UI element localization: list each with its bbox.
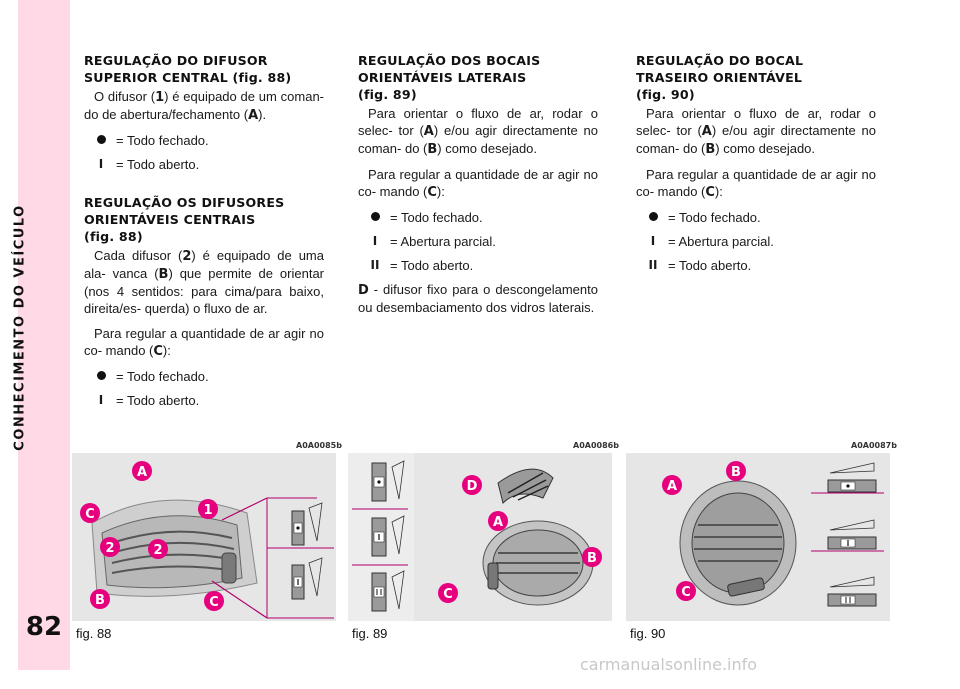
heading-bocais-laterais: REGULAÇÃO DOS BOCAIS ORIENTÁVEIS LATERAI… bbox=[358, 53, 541, 102]
sidebar-strip bbox=[18, 0, 70, 670]
side-vent-illustration: D A B C bbox=[348, 453, 612, 621]
closed-dot-icon bbox=[96, 135, 106, 144]
heading-bocal-traseiro: REGULAÇÃO DO BOCAL TRASEIRO ORIENTÁVEL(f… bbox=[636, 53, 804, 102]
figure-code: A0A0085b bbox=[296, 441, 342, 450]
legend-partial: I= Abertura parcial. bbox=[650, 234, 774, 249]
legend-closed: = Todo fechado. bbox=[92, 368, 324, 385]
legend-closed: = Todo fechado. bbox=[92, 132, 324, 149]
svg-text:C: C bbox=[85, 507, 95, 522]
svg-text:2: 2 bbox=[153, 543, 162, 558]
svg-text:A: A bbox=[493, 515, 503, 530]
svg-text:2: 2 bbox=[105, 541, 114, 556]
figure-88-center-vents: A 1 C 2 2 B C bbox=[72, 453, 336, 621]
figure-code: A0A0086b bbox=[573, 441, 619, 450]
legend-open: II= Todo aberto. bbox=[648, 258, 752, 273]
column-1: REGULAÇÃO DO DIFUSOR SUPERIOR CENTRAL (f… bbox=[84, 52, 324, 416]
svg-text:D: D bbox=[467, 479, 478, 494]
svg-text:1: 1 bbox=[203, 503, 212, 518]
closed-dot-icon bbox=[370, 212, 380, 221]
paragraph: Para regular a quantidade de ar agir no … bbox=[636, 167, 876, 200]
legend-closed: = Todo fechado. bbox=[644, 209, 876, 226]
paragraph: Cada difusor (2) é equipado de uma ala- … bbox=[84, 248, 325, 316]
sidebar: CONHECIMENTO DO VEÍCULO 82 bbox=[0, 0, 72, 689]
closed-dot-icon bbox=[96, 371, 106, 380]
page-number: 82 bbox=[25, 612, 63, 642]
legend-closed: = Todo fechado. bbox=[366, 209, 598, 226]
center-vent-illustration: A 1 C 2 2 B C bbox=[72, 453, 336, 621]
heading-difusor-superior: REGULAÇÃO DO DIFUSOR SUPERIOR CENTRAL (f… bbox=[84, 53, 292, 85]
figure-code: A0A0087b bbox=[851, 441, 897, 450]
svg-text:A: A bbox=[667, 479, 677, 494]
figure-caption: fig. 90 bbox=[630, 626, 666, 641]
rear-vent-illustration: A B C bbox=[626, 453, 890, 621]
watermark: carmanualsonline.info bbox=[580, 655, 758, 674]
closed-dot-icon bbox=[648, 212, 658, 221]
figure-caption: fig. 89 bbox=[352, 626, 388, 641]
legend-open: II= Todo aberto. bbox=[370, 258, 474, 273]
heading-difusores-centrais: REGULAÇÃO OS DIFUSORES ORIENTÁVEIS CENTR… bbox=[84, 195, 285, 244]
svg-text:C: C bbox=[681, 585, 691, 600]
paragraph: Para orientar o fluxo de ar, rodar o sel… bbox=[358, 106, 598, 157]
callout-labels: A 1 C 2 2 B C bbox=[80, 461, 224, 611]
svg-text:B: B bbox=[731, 465, 741, 480]
svg-text:B: B bbox=[95, 593, 105, 608]
svg-text:B: B bbox=[587, 551, 597, 566]
column-2: REGULAÇÃO DOS BOCAIS ORIENTÁVEIS LATERAI… bbox=[358, 52, 598, 324]
svg-text:A: A bbox=[137, 465, 147, 480]
column-3: REGULAÇÃO DO BOCAL TRASEIRO ORIENTÁVEL(f… bbox=[636, 52, 876, 281]
figure-90-rear-vent: A B C bbox=[626, 453, 890, 621]
legend-partial: I= Abertura parcial. bbox=[372, 234, 496, 249]
legend-open: I= Todo aberto. bbox=[98, 157, 200, 172]
svg-text:C: C bbox=[443, 587, 453, 602]
paragraph: O difusor (1) é equipado de um coman- do… bbox=[84, 89, 325, 123]
paragraph: Para orientar o fluxo de ar, rodar o sel… bbox=[636, 106, 876, 157]
paragraph: Para regular a quantidade de ar agir no … bbox=[84, 326, 324, 359]
figure-89-side-vents: D A B C bbox=[348, 453, 612, 621]
svg-text:C: C bbox=[209, 595, 219, 610]
paragraph: Para regular a quantidade de ar agir no … bbox=[358, 167, 598, 200]
legend-open: I= Todo aberto. bbox=[98, 393, 200, 408]
figure-caption: fig. 88 bbox=[76, 626, 112, 641]
paragraph: D - difusor fixo para o descongelamento … bbox=[358, 282, 598, 315]
